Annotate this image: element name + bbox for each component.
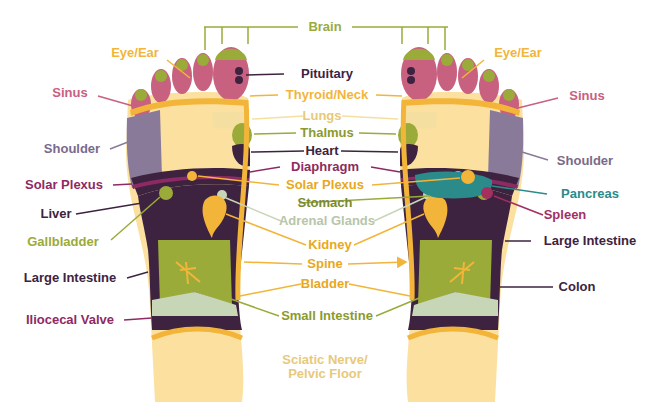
- organ-label: Shoulder: [42, 142, 102, 156]
- organ-label: Colon: [557, 280, 598, 294]
- organ-label: Sinus: [50, 86, 89, 100]
- organ-label: Thyroid/Neck: [284, 88, 370, 102]
- organ-label: Heart: [303, 144, 340, 158]
- organ-label: Lungs: [301, 109, 344, 123]
- organ-label: Eye/Ear: [109, 46, 161, 60]
- organ-label: Gallbladder: [25, 235, 101, 249]
- organ-label: Pituitary: [299, 67, 355, 81]
- organ-label: Sinus: [567, 89, 606, 103]
- organ-label: Eye/Ear: [492, 46, 544, 60]
- organ-label: Bladder: [299, 277, 351, 291]
- organ-label: Kidney: [306, 238, 353, 252]
- organ-label: Diaphragm: [289, 160, 361, 174]
- organ-label: Small Intestine: [279, 309, 375, 323]
- organ-label: Iliocecal Valve: [24, 313, 116, 327]
- organ-label: Large Intestine: [542, 234, 638, 248]
- organ-label: Adrenal Glands: [277, 214, 377, 228]
- organ-label: Pancreas: [559, 187, 621, 201]
- organ-label: Spine: [305, 257, 344, 271]
- organ-label: Spleen: [542, 208, 589, 222]
- organ-label: Stomach: [296, 196, 355, 210]
- organ-label: Large Intestine: [22, 271, 118, 285]
- organ-label: Brain: [306, 20, 343, 34]
- organ-label: Sciatic Nerve/ Pelvic Floor: [271, 353, 379, 381]
- organ-label: Solar Plexus: [284, 178, 366, 192]
- organ-label: Liver: [38, 207, 73, 221]
- organ-label: Solar Plexus: [23, 178, 105, 192]
- organ-label: Thalmus: [298, 126, 355, 140]
- organ-label: Shoulder: [555, 154, 615, 168]
